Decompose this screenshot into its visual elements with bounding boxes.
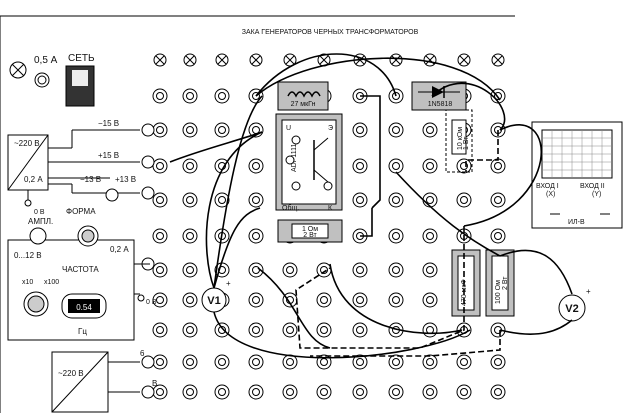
osc-label: ИЛ-В bbox=[568, 219, 585, 226]
rail-terminal[interactable] bbox=[141, 155, 155, 169]
voltmeter-v1: V1 + bbox=[201, 279, 231, 313]
supply-current: 0,2 А bbox=[24, 175, 43, 184]
diode-label: 1N5818 bbox=[428, 101, 453, 108]
res1-power: 2 Вт bbox=[303, 232, 317, 239]
mult-2: x100 bbox=[44, 279, 59, 286]
supply-block: ~220 В 0,2 А bbox=[7, 134, 49, 191]
fuse-label: 0,5 А bbox=[34, 55, 58, 66]
inductor: 27 мкГн bbox=[277, 81, 329, 111]
form-label: ФОРМА bbox=[66, 207, 96, 216]
osc-input1-sub: (X) bbox=[546, 191, 555, 198]
bottom-supply-label: ~220 В bbox=[58, 369, 84, 378]
rail-terminal[interactable] bbox=[141, 186, 155, 200]
resistor-1ohm: 1 Ом 2 Вт bbox=[277, 219, 343, 243]
side-resistor: 10 кОм 1 Вт bbox=[445, 109, 473, 173]
supply-label: ~220 В bbox=[14, 139, 40, 148]
freq-value: 0.54 bbox=[76, 303, 92, 312]
side-res-power: 1 Вт bbox=[463, 136, 470, 150]
rail-minus13: −13 В bbox=[80, 175, 101, 184]
rail-terminal[interactable] bbox=[141, 355, 155, 369]
amp-knob[interactable] bbox=[29, 227, 47, 245]
rail-plus15: +15 В bbox=[98, 151, 119, 160]
chip-pin-e: Э bbox=[328, 125, 333, 132]
rail-plus13: +13 В bbox=[115, 175, 136, 184]
board-title: ЗАКА ГЕНЕРАТОРОВ ЧЕРНЫХ ТРАНСФОРМАТОРОВ bbox=[242, 29, 419, 36]
chip-pin-k: К bbox=[328, 205, 333, 212]
v2-plus: + bbox=[586, 287, 591, 296]
chip-pin-gnd: Общ. bbox=[282, 204, 299, 212]
power-switch[interactable] bbox=[65, 65, 95, 107]
frequency-display: 0.54 bbox=[61, 293, 107, 319]
power-fuse[interactable] bbox=[9, 61, 27, 79]
res2-power: 2 Вт bbox=[502, 276, 509, 290]
dashed-wires bbox=[295, 130, 501, 357]
chip-label: ADP1111 bbox=[291, 143, 298, 172]
range-label: 0...12 В bbox=[14, 251, 42, 260]
resistor-100ohm: 100 Ом 2 Вт bbox=[485, 249, 515, 317]
inductor-label: 27 мкГн bbox=[291, 101, 316, 108]
v2-label: V2 bbox=[565, 303, 578, 315]
chip-pin-u: U bbox=[286, 125, 291, 132]
ground-label-1: 0 В bbox=[34, 209, 45, 216]
v1-label: V1 bbox=[207, 295, 220, 307]
bottom-supply: ~220 В bbox=[51, 351, 109, 413]
oscilloscope: ВХОД I (X) ВХОД II (Y) ИЛ-В bbox=[531, 121, 623, 229]
wires bbox=[169, 53, 573, 359]
v1-plus: + bbox=[226, 279, 231, 288]
voltmeter-v2: V2 + bbox=[558, 287, 591, 322]
gen-current: 0,2 А bbox=[110, 245, 129, 254]
adp1111-chip: U Э Общ. К ADP1111 bbox=[275, 113, 343, 212]
res1-value: 1 Ом bbox=[302, 226, 318, 233]
rail-minus15: −15 В bbox=[98, 119, 119, 128]
capacitor: 470 мкФ bbox=[451, 249, 481, 317]
freq-unit: Гц bbox=[78, 327, 87, 336]
osc-input2: ВХОД II bbox=[580, 183, 605, 190]
osc-input2-sub: (Y) bbox=[592, 191, 601, 198]
bottom-out-b: В bbox=[152, 379, 157, 388]
ground-label-2: 0 В bbox=[146, 299, 157, 306]
rail-terminal[interactable] bbox=[141, 385, 155, 399]
rail-knob[interactable] bbox=[105, 188, 119, 202]
bottom-out-a: 6 bbox=[140, 349, 145, 358]
diode: 1N5818 bbox=[411, 81, 467, 111]
mult-1: x10 bbox=[22, 279, 33, 286]
freq-label: ЧАСТОТА bbox=[62, 265, 99, 274]
rail-terminal[interactable] bbox=[141, 123, 155, 137]
res2-value: 100 Ом bbox=[495, 280, 502, 304]
osc-input1: ВХОД I bbox=[536, 183, 559, 190]
amp-label: АМПЛ. bbox=[28, 217, 53, 226]
side-res-value: 10 кОм bbox=[457, 127, 464, 150]
power-switch-label: СЕТЬ bbox=[68, 53, 95, 64]
